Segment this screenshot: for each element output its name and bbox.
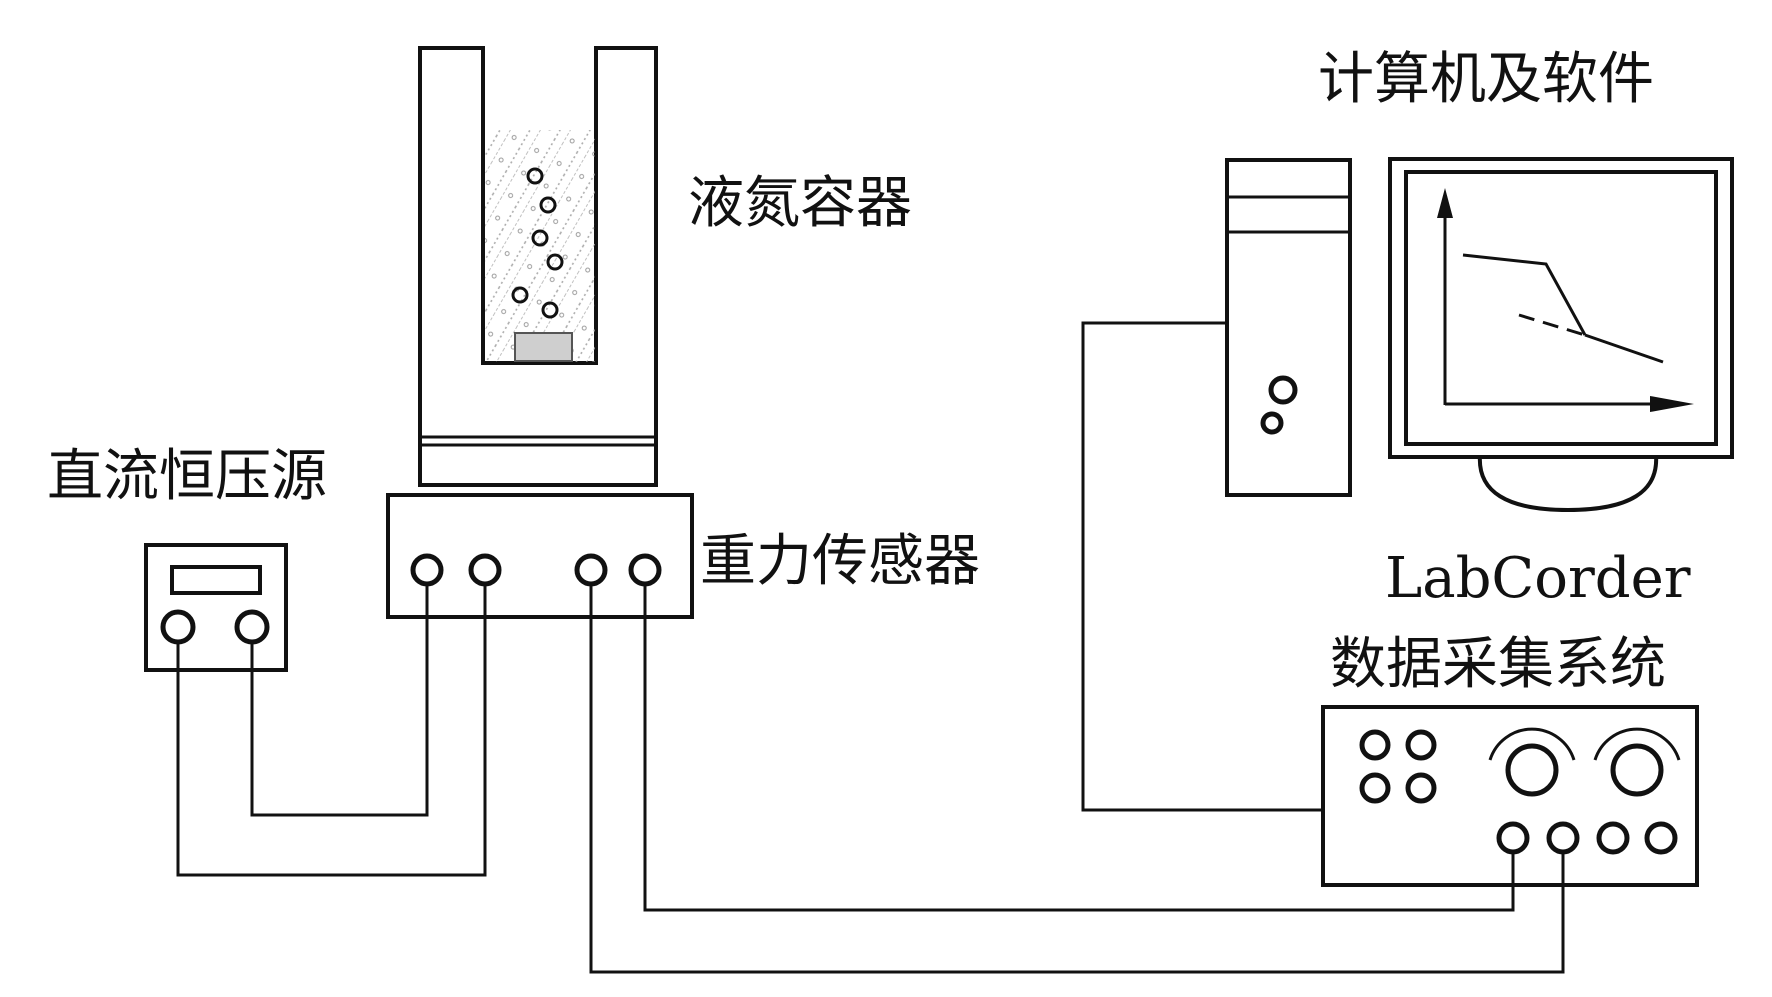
labcorder-label: LabCorder — [1385, 546, 1691, 611]
ln2-container — [418, 46, 658, 487]
sample-in-container — [511, 167, 573, 362]
line-graph-icon — [1437, 188, 1694, 412]
daq-unit — [1321, 705, 1699, 887]
circle-connector-icon — [160, 609, 196, 645]
circle-connector-icon — [410, 553, 444, 587]
gravity-sensor-label: 重力传感器 — [700, 529, 980, 594]
wires — [176, 321, 1565, 974]
monitor — [1388, 157, 1734, 513]
computer-tower — [1225, 158, 1352, 497]
computer-label: 计算机及软件 — [1318, 47, 1654, 112]
ln2-container-label: 液氮容器 — [688, 171, 912, 236]
daq-system-label: 数据采集系统 — [1330, 632, 1666, 697]
rotary-knob-icon — [1488, 727, 1576, 797]
circle-connector-icon — [468, 553, 502, 587]
circle-connector-icon — [574, 553, 608, 587]
circle-connector-icon — [234, 609, 270, 645]
dc-source — [144, 543, 288, 672]
circle-connector-icon — [1546, 821, 1580, 855]
circle-connector-icon — [628, 553, 662, 587]
circle-connector-icon — [1496, 821, 1530, 855]
rotary-knob-icon — [1593, 727, 1681, 797]
dc-source-label: 直流恒压源 — [47, 444, 327, 509]
